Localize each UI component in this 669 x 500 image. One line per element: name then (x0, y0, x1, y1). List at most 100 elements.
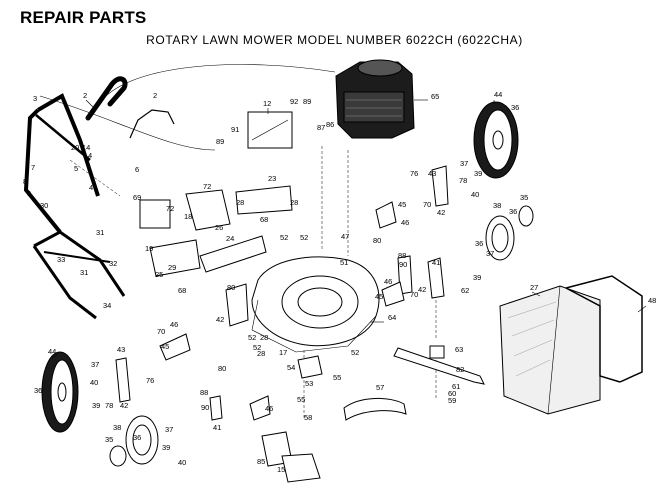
part-callout: 36 (475, 239, 483, 248)
part-callout: 39 (92, 401, 100, 410)
part-callout: 36 (34, 386, 42, 395)
part-callout: 70 (410, 290, 418, 299)
part-callout: 76 (410, 169, 418, 178)
part-callout: 72 (203, 182, 211, 191)
part-callout: 7 (31, 163, 35, 172)
part-callout: 38 (113, 423, 121, 432)
part-callout: 15 (277, 465, 285, 474)
part-callout: 72 (166, 204, 174, 213)
part-callout: 23 (268, 174, 276, 183)
part-callout: 86 (326, 120, 334, 129)
part-callout: 42 (120, 401, 128, 410)
part-callout: 4 (89, 183, 93, 192)
part-callout: 18 (184, 212, 192, 221)
part-callout: 4 (88, 151, 92, 160)
part-callout: 48 (648, 296, 656, 305)
part-callout: 55 (297, 395, 305, 404)
part-callout: 89 (303, 97, 311, 106)
part-callout: 39 (162, 443, 170, 452)
part-callout: 69 (133, 193, 141, 202)
front-wheel-left (109, 415, 159, 467)
part-callout: 37 (486, 249, 494, 258)
part-callout: 54 (287, 363, 295, 372)
part-callout: 52 (280, 233, 288, 242)
part-callout: 30 (40, 201, 48, 210)
part-callout: 42 (216, 315, 224, 324)
bail-grip (85, 76, 128, 121)
part-callout: 6 (135, 165, 139, 174)
part-callout: 27 (530, 283, 538, 292)
part-callout: 9 (27, 189, 31, 198)
part-callout: 5 (74, 164, 78, 173)
part-callout: 78 (105, 401, 113, 410)
part-callout: 25 (155, 270, 163, 279)
part-callout: 20 (71, 143, 79, 152)
part-callout: 46 (401, 218, 409, 227)
part-callout: 80 (373, 236, 381, 245)
part-callout: 57 (376, 383, 384, 392)
part-callout: 45 (161, 342, 169, 351)
part-callout: 37 (460, 159, 468, 168)
part-callout: 87 (317, 123, 325, 132)
mower-deck (251, 256, 380, 353)
part-callout: 90 (399, 260, 407, 269)
part-callout: 62 (461, 286, 469, 295)
part-callout: 37 (165, 425, 173, 434)
part-callout: 28 (260, 333, 268, 342)
bracket-12 (247, 111, 293, 149)
page-subtitle: ROTARY LAWN MOWER MODEL NUMBER 6022CH (6… (146, 33, 523, 47)
part-callout: 24 (226, 234, 234, 243)
rear-wheel-right (473, 101, 519, 179)
part-callout: 55 (333, 373, 341, 382)
part-callout: 43 (117, 345, 125, 354)
part-callout: 65 (431, 92, 439, 101)
part-callout: 70 (157, 327, 165, 336)
part-callout: 88 (398, 251, 406, 260)
part-callout: 78 (459, 176, 467, 185)
part-callout: 82 (456, 365, 464, 374)
part-callout: 19 (145, 244, 153, 253)
part-callout: 43 (428, 169, 436, 178)
part-callout: 80 (227, 283, 235, 292)
part-callout: 91 (231, 125, 239, 134)
blade (393, 347, 485, 385)
part-callout: 28 (290, 198, 298, 207)
part-callout: 34 (103, 301, 111, 310)
part-callout: 17 (279, 348, 287, 357)
part-callout: 12 (263, 99, 271, 108)
part-callout: 40 (178, 458, 186, 467)
part-callout: 52 (253, 343, 261, 352)
part-callout: 58 (304, 413, 312, 422)
part-callout: 14 (82, 143, 90, 152)
part-callout: 64 (388, 313, 396, 322)
part-callout: 47 (341, 232, 349, 241)
part-callout: 44 (494, 90, 502, 99)
part-callout: 2 (153, 91, 157, 100)
part-callout: 59 (448, 396, 456, 405)
part-callout: 80 (218, 364, 226, 373)
part-callout: 70 (423, 200, 431, 209)
bail-wire (129, 109, 175, 139)
part-callout: 36 (509, 207, 517, 216)
engine (335, 59, 415, 139)
part-callout: 38 (493, 201, 501, 210)
part-callout: 32 (109, 259, 117, 268)
part-callout: 35 (520, 193, 528, 202)
part-callout: 36 (133, 433, 141, 442)
part-callout: 40 (471, 190, 479, 199)
throttle-cable (94, 64, 336, 111)
part-callout: 8 (23, 177, 27, 186)
part-callout: 52 (300, 233, 308, 242)
rear-wheel-left (41, 351, 79, 433)
part-callout: 68 (178, 286, 186, 295)
part-callout: 88 (200, 388, 208, 397)
part-callout: 52 (248, 333, 256, 342)
part-callout: 51 (340, 258, 348, 267)
grass-catcher-bag (499, 285, 601, 415)
part-callout: 76 (146, 376, 154, 385)
part-callout: 85 (257, 457, 265, 466)
part-callout: 90 (201, 403, 209, 412)
part-callout: 40 (90, 378, 98, 387)
front-wheel-right (485, 205, 534, 261)
